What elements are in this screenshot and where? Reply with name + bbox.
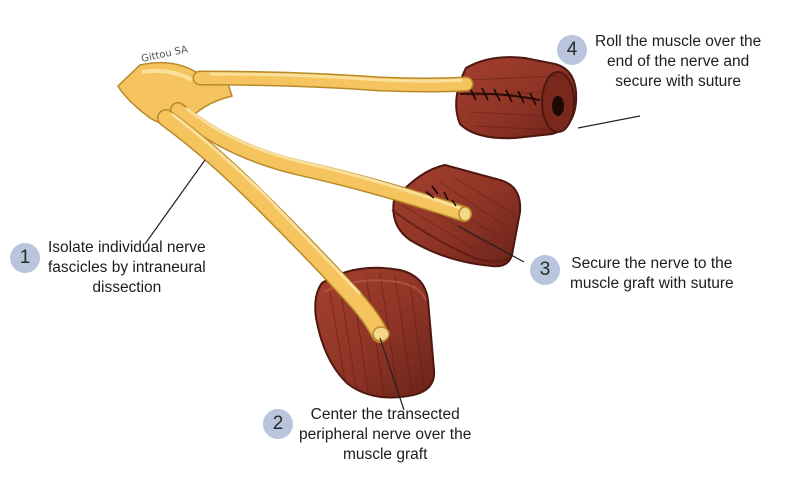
step-3-text: Secure the nerve to the muscle graft wit… xyxy=(570,255,734,292)
step-1-number-badge: 1 xyxy=(10,243,40,273)
artist-signature: Gittou SA xyxy=(140,44,189,65)
step-1: 1 Isolate individual nerve fascicles by … xyxy=(10,238,206,298)
step-2: 2 Center the transected peripheral nerve… xyxy=(263,405,471,465)
step-2-text: Center the transected peripheral nerve o… xyxy=(299,406,472,463)
leader-line-2 xyxy=(379,337,405,411)
step-4: 4 Roll the muscle over the end of the ne… xyxy=(557,32,761,92)
step-2-number-badge: 2 xyxy=(263,409,293,439)
leader-lines xyxy=(144,115,641,411)
leader-line-1 xyxy=(144,159,206,245)
step-4-text: Roll the muscle over the end of the nerv… xyxy=(595,33,762,90)
step-3: 3 Secure the nerve to the muscle graft w… xyxy=(530,254,734,294)
step-4-number-badge: 4 xyxy=(557,35,587,65)
leader-line-3 xyxy=(457,225,525,263)
leader-line-4 xyxy=(577,115,641,129)
step-3-number-badge: 3 xyxy=(530,255,560,285)
muscle-roll xyxy=(455,56,578,140)
peripheral-nerve xyxy=(117,61,474,343)
step-1-text: Isolate individual nerve fascicles by in… xyxy=(48,239,206,296)
